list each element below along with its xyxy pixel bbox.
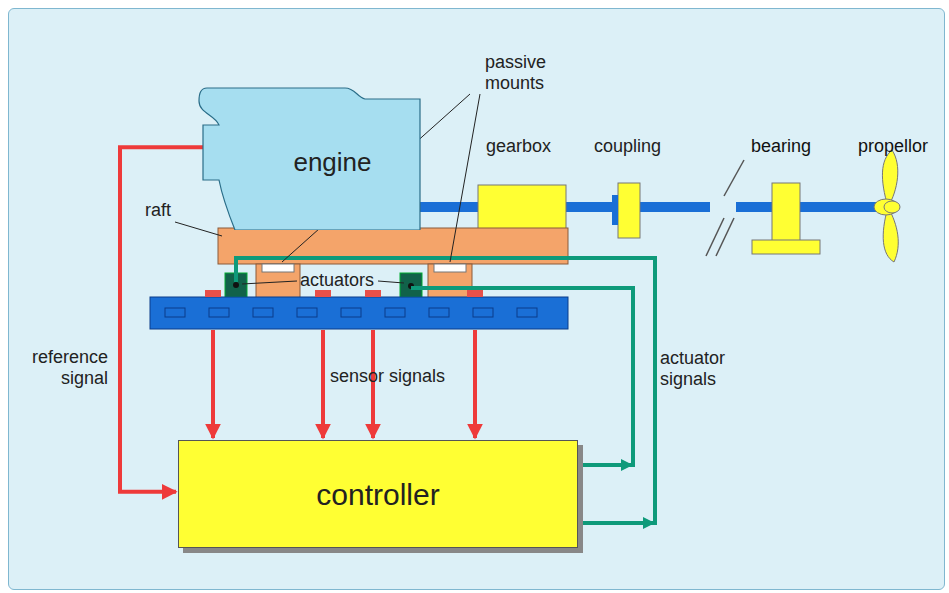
edge-label: reference signal — [16, 347, 108, 388]
part-label: propellor — [858, 136, 928, 157]
part-label: actuator signals — [660, 348, 740, 389]
node-label: controller — [316, 478, 439, 511]
part-label: gearbox — [486, 136, 551, 157]
part-label: raft — [145, 200, 171, 221]
engine-shape: engine — [195, 85, 425, 230]
node-label: engine — [293, 148, 371, 177]
part-label: passive mounts — [485, 52, 565, 93]
part-label: actuators — [300, 270, 374, 291]
part-label: bearing — [751, 136, 811, 157]
part-label: coupling — [594, 136, 661, 157]
controller-box: controller — [178, 440, 578, 548]
part-label: sensor signals — [330, 366, 445, 387]
